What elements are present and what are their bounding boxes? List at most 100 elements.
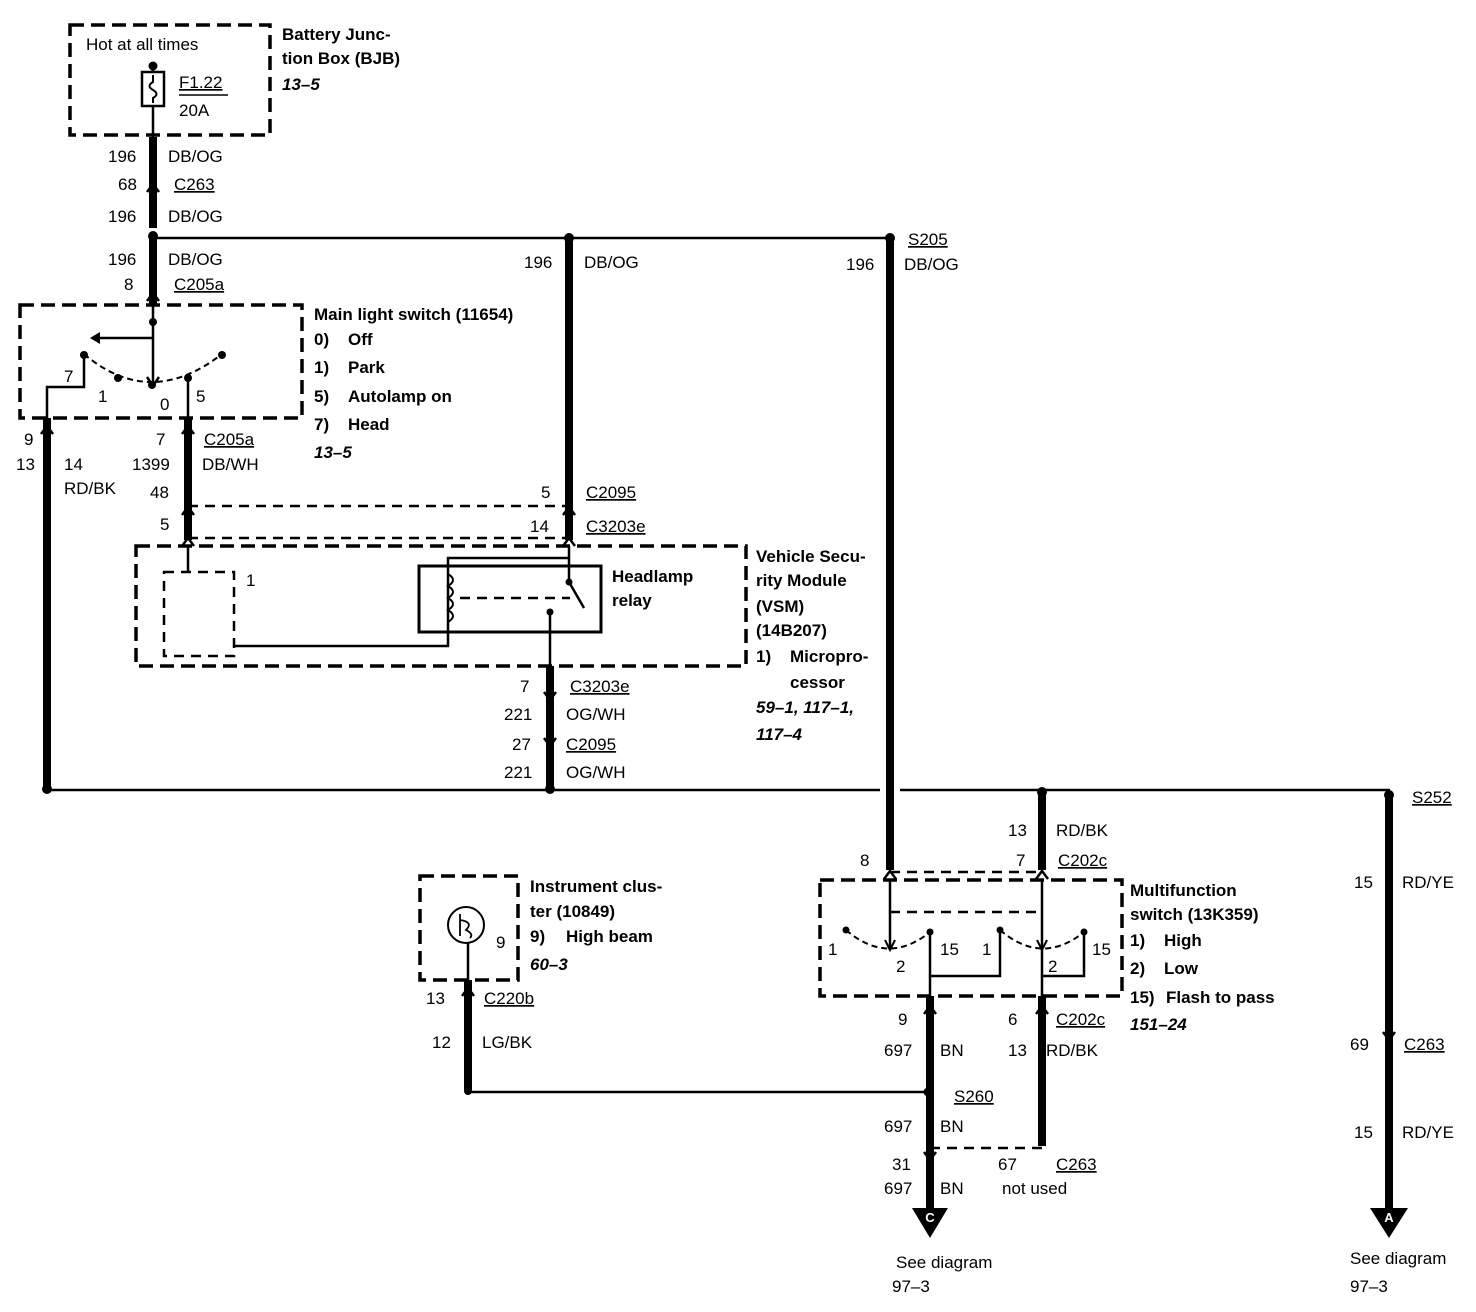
connector-pin: 9 <box>898 1010 907 1029</box>
mode-num: 5) <box>314 387 329 406</box>
wire-circuit: 12 <box>432 1033 451 1052</box>
mfs-pos: 1 <box>982 940 991 959</box>
wire-color: LG/BK <box>482 1033 533 1052</box>
mode-num: 7) <box>314 415 329 434</box>
mode-num: 0) <box>314 330 329 349</box>
fuse-id: F1.22 <box>179 73 222 92</box>
connector-pin: 6 <box>1008 1010 1017 1029</box>
battery-junction-box: Hot at all times F1.22 20A Battery Junc-… <box>68 23 400 137</box>
headlamp-relay-box <box>417 564 603 634</box>
connector-arrow-icon <box>146 290 160 302</box>
high-beam-indicator-icon <box>447 906 485 944</box>
vsm-item: Micropro- <box>790 647 868 666</box>
mode-label: High <box>1164 931 1202 950</box>
splice-s205: S205 <box>908 230 948 249</box>
connector-pin: 13 <box>426 989 445 1008</box>
mode-label: Autolamp on <box>348 387 452 406</box>
connector-pin: 7 <box>520 677 529 696</box>
mode-num: 1) <box>1130 931 1145 950</box>
connector-arrow-icon <box>146 181 160 193</box>
cluster-pin: 9 <box>496 933 505 952</box>
mfs-pos: 2 <box>1048 957 1057 976</box>
wire-circuit: 13 <box>1008 821 1027 840</box>
main-switch-ref: 13–5 <box>314 443 352 462</box>
vsm-item: cessor <box>790 673 845 692</box>
switch-pos-1: 1 <box>98 387 107 406</box>
vsm-outline <box>134 544 748 668</box>
wire-circuit: 196 <box>108 207 136 226</box>
switch-pos-7: 7 <box>64 367 73 386</box>
wire-circuit: 221 <box>504 705 532 724</box>
connector-pin: 5 <box>541 483 550 502</box>
connector-id: C263 <box>174 175 215 194</box>
wire-color: DB/OG <box>584 253 639 272</box>
wire-circuit: 697 <box>884 1179 912 1198</box>
offpage-arrow-a-icon <box>1370 1208 1408 1238</box>
connector-id: C202c <box>1056 1010 1106 1029</box>
mfs-pos: 2 <box>896 957 905 976</box>
mode-num: 2) <box>1130 959 1145 978</box>
wire-color: DB/OG <box>168 147 223 166</box>
mode-label: Head <box>348 415 390 434</box>
connector-id: C3203e <box>570 677 630 696</box>
bottom-connectors: S260 697 BN 31 67 C263 697 BN not used C… <box>884 1087 1097 1296</box>
mfs-ref: 151–24 <box>1130 1015 1187 1034</box>
mode-label: Park <box>348 358 385 377</box>
vsm-name: (14B207) <box>756 621 827 640</box>
cluster-name: Instrument clus- <box>530 877 662 896</box>
connector-pin: 7 <box>1016 851 1025 870</box>
connector-pin: 48 <box>150 483 169 502</box>
connector-pin: 31 <box>892 1155 911 1174</box>
wire-color: BN <box>940 1041 964 1060</box>
wire-circuit: 221 <box>504 763 532 782</box>
wire-circuit: 15 <box>1354 1123 1373 1142</box>
vsm-name: rity Module <box>756 571 847 590</box>
connector-pin: 5 <box>160 515 169 534</box>
wire-circuit: 1399 <box>132 455 170 474</box>
vsm-item-num: 1) <box>756 647 771 666</box>
mode-label: Off <box>348 330 373 349</box>
see-diagram: See diagram <box>1350 1249 1446 1268</box>
switch-pos-0: 0 <box>160 395 169 414</box>
fuse-rating: 20A <box>179 101 210 120</box>
main-switch-outline <box>18 303 304 420</box>
vsm-ref: 117–4 <box>756 725 803 744</box>
microprocessor-box <box>162 570 236 658</box>
connector-pin: 8 <box>124 275 133 294</box>
see-diagram-ref: 97–3 <box>892 1277 930 1296</box>
see-diagram: See diagram <box>896 1253 992 1272</box>
connector-pin: 13 <box>16 455 35 474</box>
connector-pin: 9 <box>24 430 33 449</box>
relay-label: relay <box>612 591 652 610</box>
wire-circuit: 14 <box>64 455 83 474</box>
connector-id: C205a <box>204 430 255 449</box>
connector-id: C263 <box>1056 1155 1097 1174</box>
connector-id: C220b <box>484 989 534 1008</box>
connector-pin: 8 <box>860 851 869 870</box>
see-diagram-ref: 97–3 <box>1350 1277 1388 1296</box>
mode-num: 1) <box>314 358 329 377</box>
mode-label: Low <box>1164 959 1199 978</box>
right-branch: 15 RD/YE 69 C263 15 RD/YE A See diagram … <box>1350 795 1454 1296</box>
cluster-item-num: 9) <box>530 927 545 946</box>
offpage-arrow-c-icon <box>912 1208 948 1238</box>
connector-id: C205a <box>174 275 225 294</box>
mode-num: 15) <box>1130 988 1155 1007</box>
wire-color: RD/BK <box>1046 1041 1099 1060</box>
cluster-ref: 60–3 <box>530 955 568 974</box>
wire-color: RD/YE <box>1402 1123 1454 1142</box>
connector-id: C2095 <box>586 483 636 502</box>
wire-color: OG/WH <box>566 763 626 782</box>
bjb-hot-text: Hot at all times <box>86 35 198 54</box>
wire-color: DB/OG <box>904 255 959 274</box>
connector-id: C3203e <box>586 517 646 536</box>
mfs-pos: 1 <box>828 940 837 959</box>
connector-pin: 67 <box>998 1155 1017 1174</box>
wire-circuit: 196 <box>108 250 136 269</box>
ground-bus: S252 <box>42 784 1452 807</box>
cluster-name: ter (10849) <box>530 902 615 921</box>
vsm-pin: 1 <box>246 571 255 590</box>
wire-color: BN <box>940 1117 964 1136</box>
relay-coil-icon <box>446 573 454 623</box>
